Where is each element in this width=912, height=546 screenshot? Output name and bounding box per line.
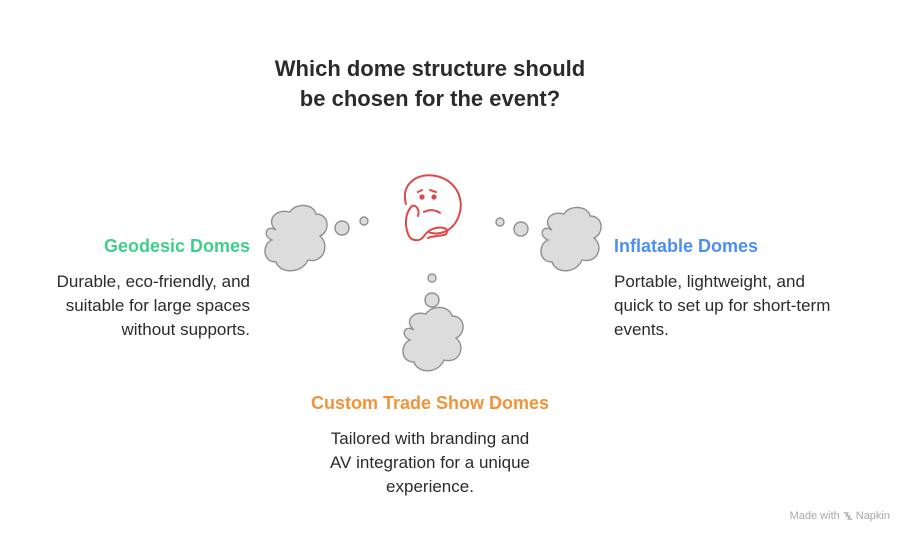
description-line: Durable, eco-friendly, and [56,272,250,291]
option-heading-geodesic: Geodesic Domes [103,236,250,256]
description-line: suitable for large spaces [65,296,250,315]
watermark-prefix: Made with [789,510,840,522]
thought-cloud-right-icon [495,206,602,272]
description-line: Tailored with branding and [330,429,530,448]
napkin-logo-icon [843,512,853,520]
description-line: experience. [386,477,474,496]
description-line: quick to set up for short-term [614,296,831,315]
option-description-inflatable: Portable, lightweight, and quick to set … [614,270,894,342]
description-line: without supports. [121,320,250,339]
option-description-geodesic: Durable, eco-friendly, and suitable for … [20,270,250,342]
description-line: AV integration for a unique [329,453,531,472]
thinking-face-icon [403,174,462,242]
watermark-brand: Napkin [855,510,890,522]
option-heading-custom-trade-show: Custom Trade Show Domes [310,393,550,413]
thought-cloud-left-icon [264,204,369,272]
watermark: Made with Napkin [790,510,890,522]
option-heading-inflatable: Inflatable Domes [614,236,759,256]
title-line-1: Which dome structure should [274,56,586,81]
description-line: events. [614,320,669,339]
title-line-2: be chosen for the event? [299,86,561,111]
option-description-custom-trade-show: Tailored with branding and AV integratio… [280,427,580,499]
description-line: Portable, lightweight, and [614,272,805,291]
thought-cloud-bottom-icon [402,273,464,372]
page-title: Which dome structure should be chosen fo… [230,54,630,114]
